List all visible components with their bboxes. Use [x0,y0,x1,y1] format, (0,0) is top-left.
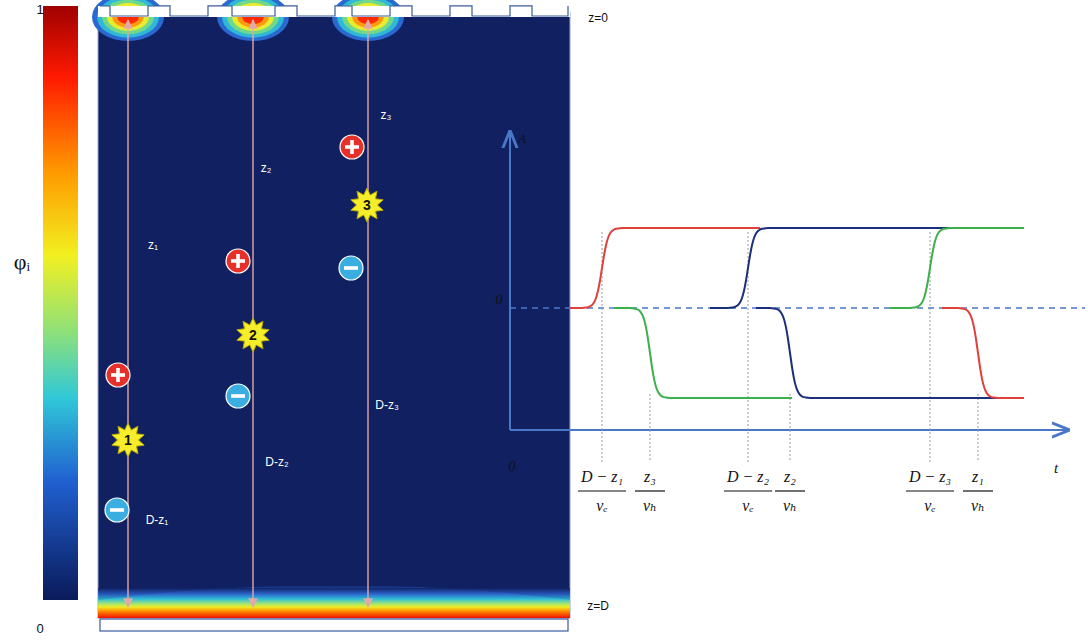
event-star: 1 [110,422,146,458]
guide-line [650,394,651,462]
depth-label: z=D [587,600,609,612]
electron-charge [226,384,250,408]
callout-number: 2 [235,317,271,353]
back-electrode [100,619,568,631]
event-star: 3 [349,187,385,223]
tick-numerator: z₂ [784,469,796,485]
drift-lines [128,20,368,607]
fraction-bar [906,490,954,491]
axis-value: 0 [496,293,503,307]
fraction-bar [635,490,665,491]
callout-number: 3 [349,187,385,223]
colorbar-max: 1 [36,3,43,16]
signal-curve [942,308,1024,398]
event-star: 2 [235,317,271,353]
pixel-electrodes [100,6,568,16]
signal-curve [570,228,760,308]
weighting-band [98,588,570,618]
signal-curve [614,308,792,398]
tick-numerator: D − z₃ [909,469,951,485]
colorbar-min: 0 [36,622,43,635]
distance-label: D-z₁ [146,514,169,526]
top-surface [98,6,570,17]
callout-number: 1 [110,422,146,458]
tick-denominator: vₑ [596,498,607,514]
distance-label: D-z₃ [375,399,399,411]
signal-curve [890,228,1024,308]
axis-value: 0 [509,460,516,474]
electron-charge [339,256,363,280]
tick-numerator: z₃ [644,469,656,485]
charges [105,135,364,522]
detector-bulk [98,12,570,618]
tick-denominator: vₑ [924,498,935,514]
tick-denominator: vₑ [742,498,753,514]
fraction-bar [578,490,626,491]
signal-curve [756,308,1024,398]
electron-charge [105,498,129,522]
distance-label: z₃ [381,109,392,121]
signal-curve [710,228,1024,308]
distance-label: z₂ [261,162,272,174]
tick-denominator: vₕ [643,498,657,514]
signal-curves [570,228,1024,398]
tick-denominator: vₕ [783,498,797,514]
fraction-bar [724,490,772,491]
weighting-band [98,585,570,618]
distance-label: z₁ [148,239,158,251]
fraction-bars [578,490,993,491]
distance-label: D-z₂ [265,456,288,468]
colorbar-title: φᵢ [14,251,30,273]
fraction-bar [775,490,805,491]
axis-label: A [518,132,526,145]
hole-charge [226,249,250,273]
weighting-field-blobs [92,0,570,41]
tick-numerator: D − z₁ [581,469,623,485]
depth-label: z=0 [588,12,608,24]
tick-numerator: z₁ [972,469,984,485]
guide-line [978,394,979,462]
chart-axes [510,132,1085,430]
axis-label: t [1054,461,1058,476]
hole-charge [340,135,364,159]
tick-numerator: D − z₂ [727,469,769,485]
guide-line [790,394,791,462]
color-bar [43,6,78,600]
tick-denominator: vₕ [971,498,985,514]
hole-charge [106,363,130,387]
fraction-bar [963,490,993,491]
